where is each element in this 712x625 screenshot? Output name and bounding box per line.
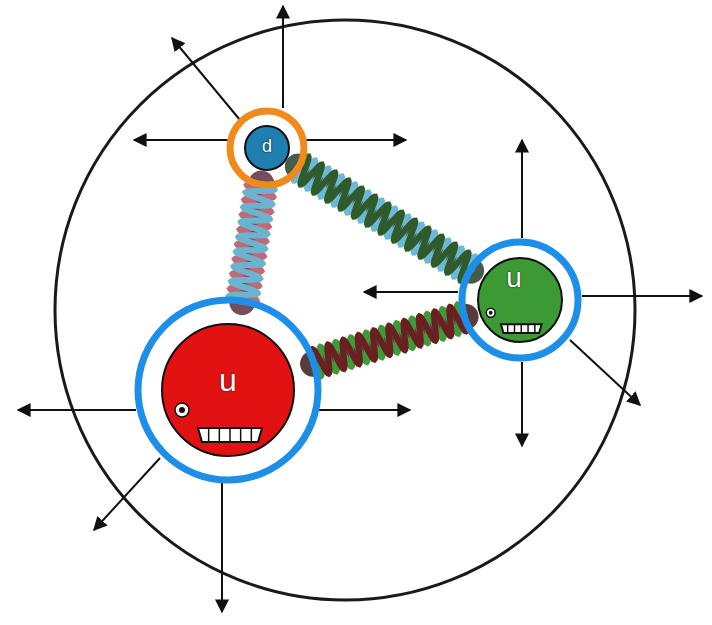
quark-circle: d <box>225 106 309 190</box>
quark-circle: u <box>133 295 323 485</box>
quark-label: u <box>219 364 237 396</box>
motion-arrow <box>18 409 136 411</box>
motion-arrow <box>221 482 223 612</box>
quark-label: u <box>506 264 522 292</box>
motion-arrow <box>521 140 523 238</box>
quark-ring <box>230 111 304 185</box>
motion-arrow <box>521 362 523 446</box>
gluon-spring <box>294 157 476 281</box>
motion-arrow <box>318 409 410 411</box>
motion-arrow <box>94 458 160 530</box>
gluon-spring <box>229 184 275 303</box>
quark-ring <box>138 300 318 480</box>
quark-ball <box>478 258 562 342</box>
quark-shape <box>457 237 583 363</box>
gluon-spring <box>312 305 467 376</box>
motion-arrow <box>282 6 284 108</box>
quark-label: d <box>262 137 272 155</box>
motion-arrow <box>306 139 406 141</box>
quark-face <box>486 308 541 333</box>
motion-arrow <box>570 340 640 405</box>
motion-arrow <box>172 38 240 120</box>
quark-ball <box>245 126 289 170</box>
motion-arrows <box>18 6 702 612</box>
quark-ball <box>162 324 294 456</box>
motion-arrow <box>582 295 702 297</box>
quark-ring <box>462 242 578 358</box>
quark-circle: u <box>457 237 583 363</box>
motion-arrow <box>134 139 228 141</box>
motion-arrow <box>364 291 458 293</box>
proton-boundary <box>55 20 635 600</box>
quark-face <box>175 403 262 442</box>
